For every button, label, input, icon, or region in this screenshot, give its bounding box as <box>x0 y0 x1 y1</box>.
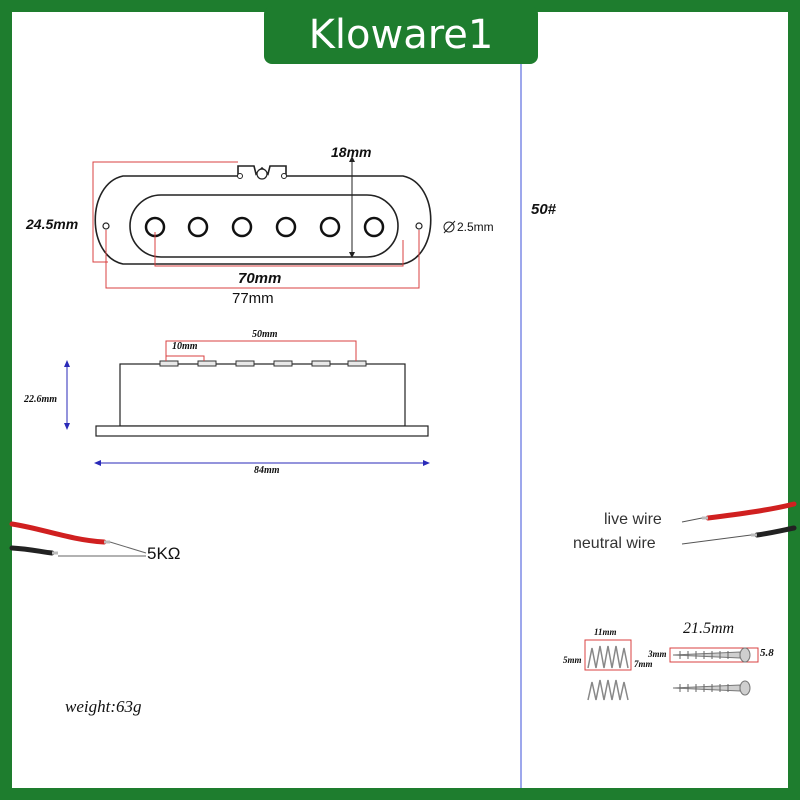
dim-bracket-77mm <box>105 230 420 289</box>
wires-left <box>9 521 147 557</box>
dim-bracket-10mm <box>165 355 205 361</box>
label-spring-height: 7mm <box>634 659 653 669</box>
label-weight: weight:63g <box>65 697 142 716</box>
screws <box>669 647 759 696</box>
dim-bracket-50mm <box>165 340 357 361</box>
label-neutral-wire: neutral wire <box>573 535 656 552</box>
label-hole-2-5mm: 2.5mm <box>457 220 494 234</box>
label-resistance: 5KΩ <box>147 544 181 563</box>
pole-pieces <box>144 216 385 238</box>
label-spring-width: 5mm <box>563 655 582 665</box>
label-22-6mm: 22.6mm <box>24 394 58 405</box>
wires-right <box>681 501 797 545</box>
springs <box>584 639 632 701</box>
label-50mm: 50mm <box>252 329 278 340</box>
bobbin-outline <box>129 194 399 258</box>
mount-hole-right <box>415 222 423 230</box>
label-10mm: 10mm <box>172 341 198 352</box>
pickup-base-plate <box>95 425 429 437</box>
label-spring-length: 11mm <box>594 627 617 637</box>
label-70mm: 70mm <box>238 270 282 287</box>
label-screw-length: 21.5mm <box>683 620 735 637</box>
mount-hole-left <box>102 222 110 230</box>
dim-bracket-70mm <box>154 232 404 267</box>
label-screw-head: 3mm <box>648 649 667 659</box>
brand-logo-text: Kloware1 <box>308 12 494 58</box>
label-77mm: 77mm <box>232 290 274 307</box>
label-screw-end: 5.8 <box>760 647 774 659</box>
label-84mm: 84mm <box>254 465 280 476</box>
brand-banner: Kloware1 <box>264 6 538 64</box>
pickup-body-side <box>119 363 406 427</box>
label-model: 50# <box>531 201 557 218</box>
dim-bracket-24-5mm <box>92 161 238 263</box>
label-18mm: 18mm <box>331 144 372 160</box>
pickup-top-view <box>92 156 456 289</box>
diameter-icon <box>443 221 455 233</box>
label-live-wire: live wire <box>604 511 662 528</box>
label-24-5mm: 24.5mm <box>26 216 79 232</box>
pickup-side-view <box>64 340 430 466</box>
